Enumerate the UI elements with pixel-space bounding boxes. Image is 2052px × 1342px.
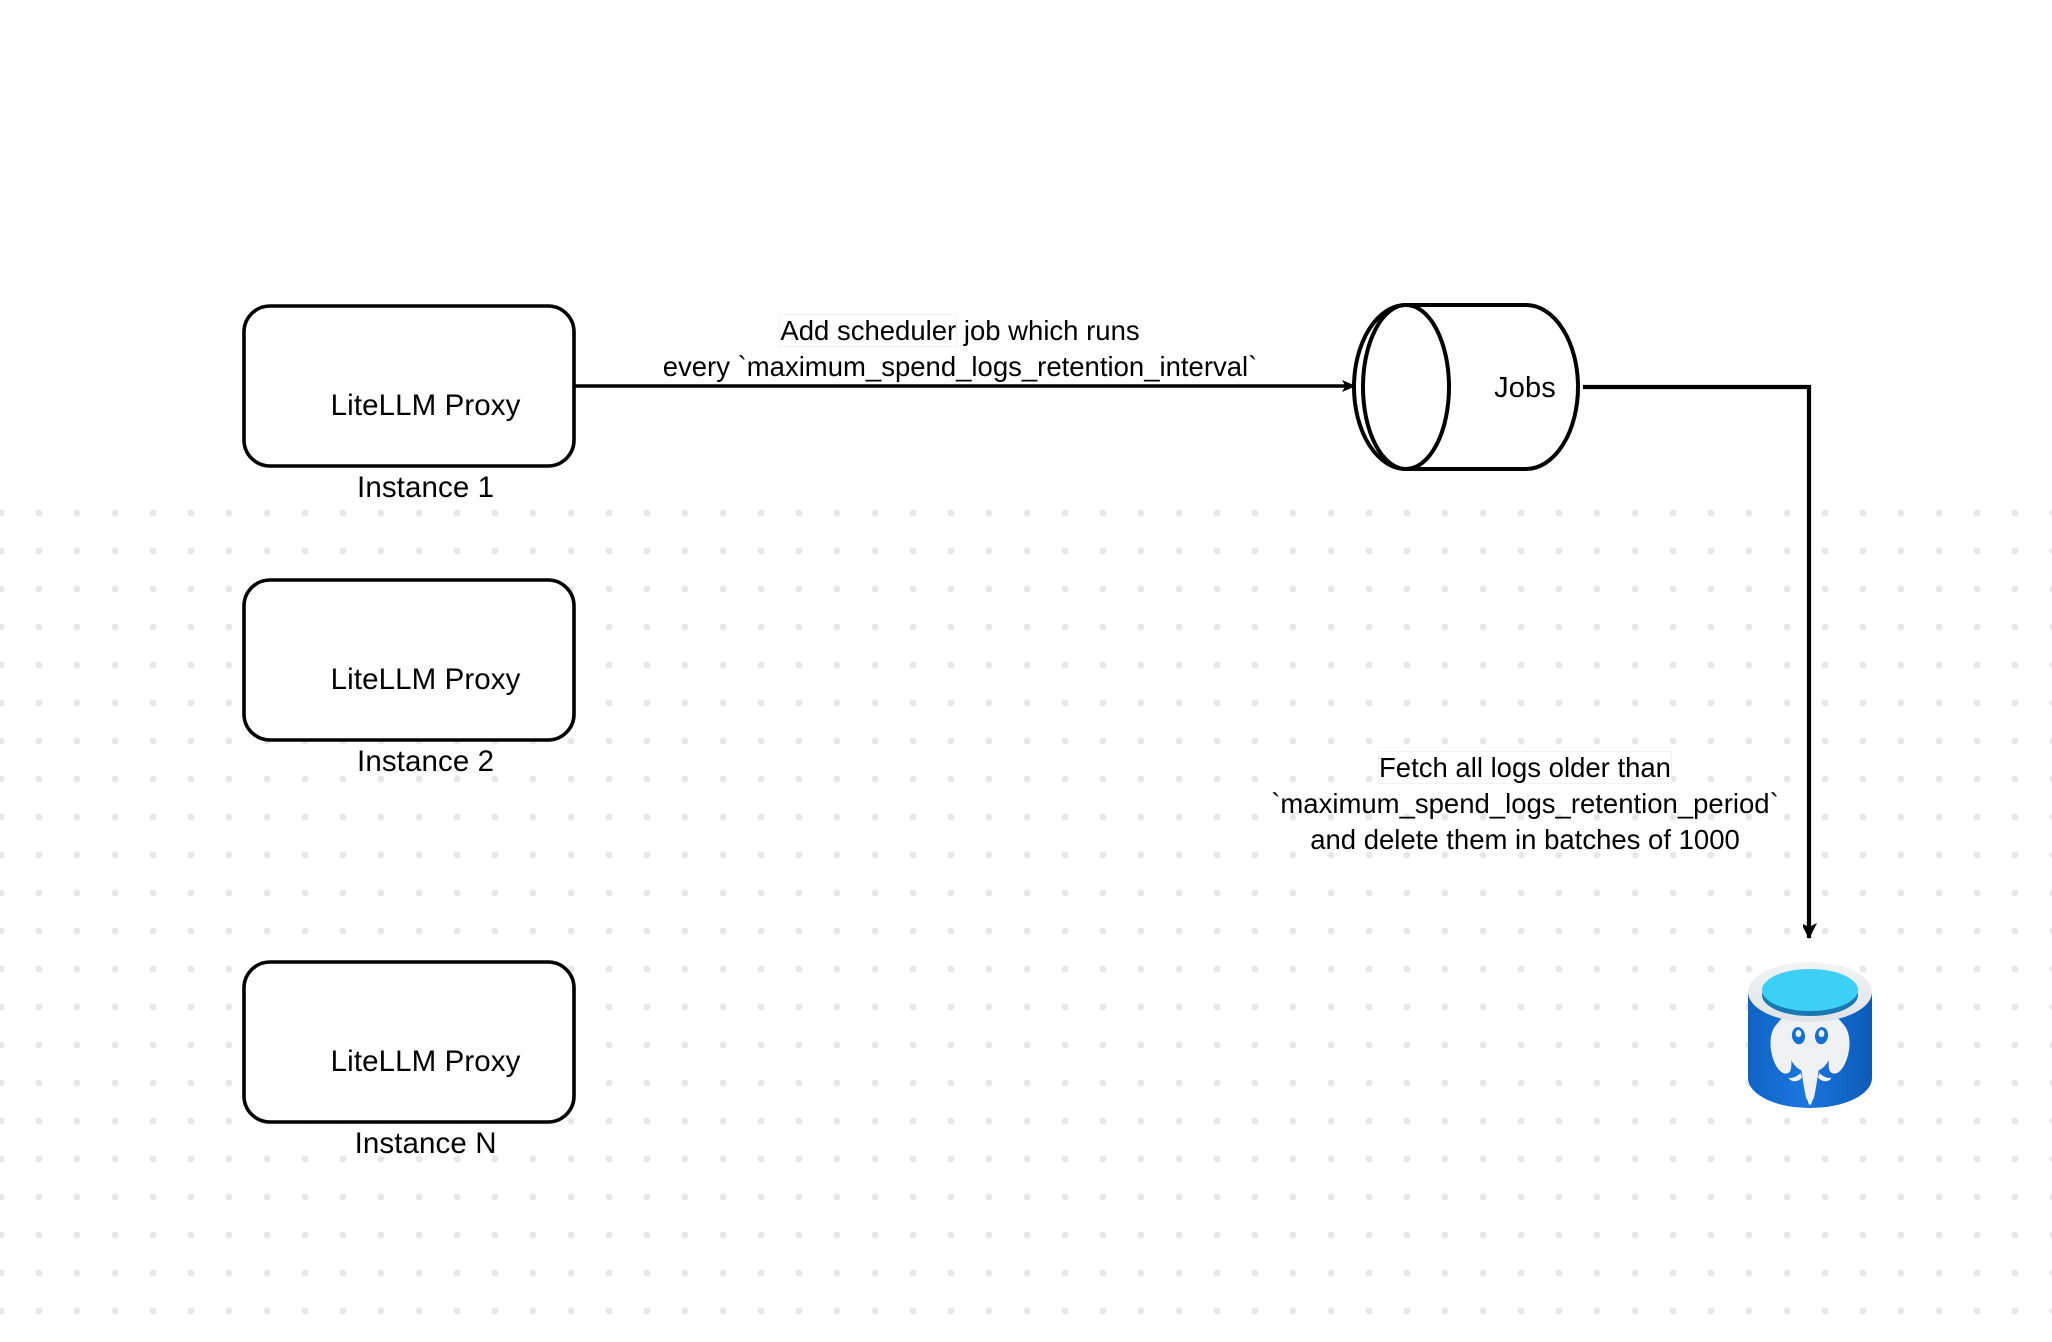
edge-scheduler-line1: Add scheduler job which runs — [620, 313, 1300, 349]
edge-scheduler-line1-highlight: Add scheduler — [779, 314, 958, 347]
edge-cleanup-label: Fetch all logs older than `maximum_spend… — [1240, 750, 1810, 858]
edge-cleanup-arrow — [1583, 384, 1809, 938]
node-jobs-queue[interactable] — [1352, 303, 1580, 471]
postgres-elephant-icon — [1770, 999, 1850, 1105]
edge-cleanup-line3: and delete them in batches of 1000 — [1310, 824, 1740, 855]
edge-scheduler-line2: every `maximum_spend_logs_retention_inte… — [662, 351, 1258, 382]
edge-cleanup-line1: Fetch all logs older than — [1240, 750, 1810, 786]
node-proxy-instance-1[interactable] — [242, 304, 576, 468]
node-proxy-instance-n[interactable] — [242, 960, 576, 1124]
node-postgres-database[interactable] — [1748, 962, 1872, 1108]
edge-scheduler-line1-rest: job which runs — [956, 315, 1140, 346]
edge-cleanup-line1-highlight: Fetch all logs older than — [1378, 751, 1672, 784]
edge-cleanup-line2: `maximum_spend_logs_retention_period` — [1271, 788, 1779, 819]
edge-scheduler-label: Add scheduler job which runs every `maxi… — [620, 313, 1300, 385]
node-proxy-instance-2[interactable] — [242, 578, 576, 742]
